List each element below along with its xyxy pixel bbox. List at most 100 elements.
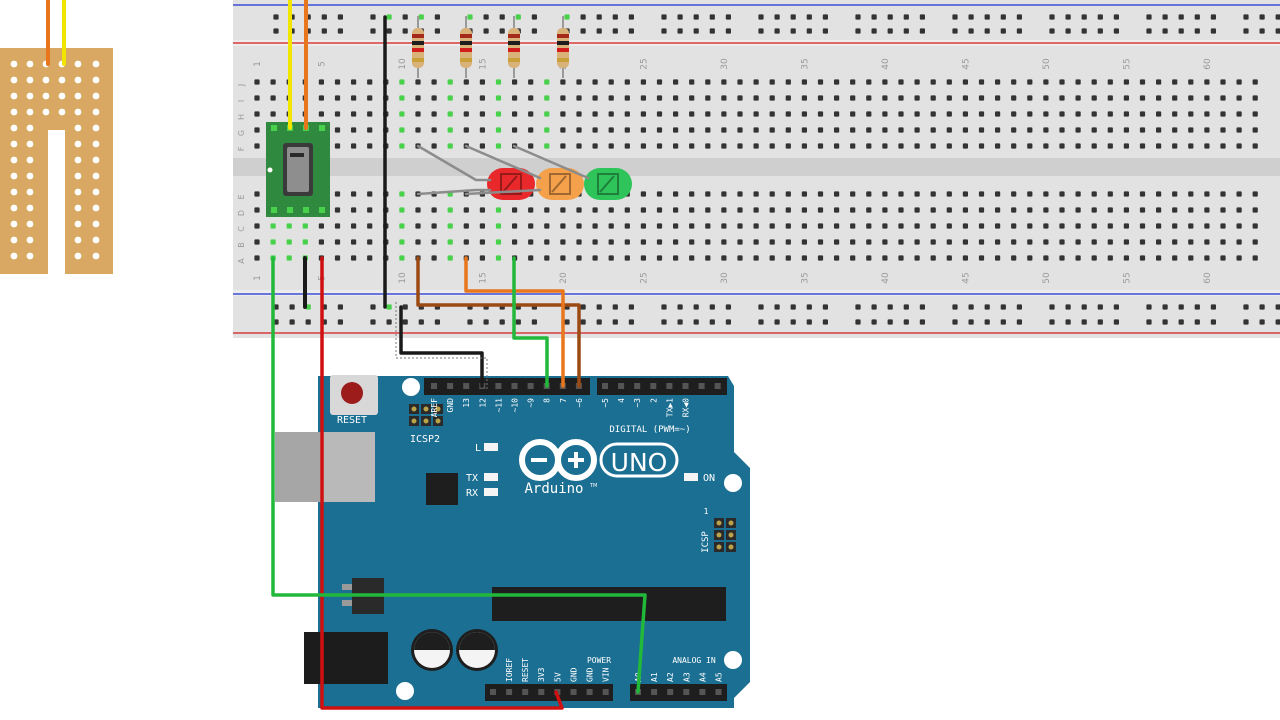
resistor <box>508 16 520 78</box>
breadboard-hole <box>1172 207 1178 213</box>
breadboard-hole <box>930 111 936 117</box>
breadboard-hole <box>995 255 1001 261</box>
breadboard-hole <box>576 111 582 117</box>
breadboard-hole <box>656 255 663 261</box>
breadboard-hole <box>608 207 614 213</box>
rail-hole <box>677 319 683 325</box>
rail-hole <box>628 14 634 20</box>
breadboard-hole <box>834 191 840 197</box>
header-hole <box>715 689 722 695</box>
breadboard-hole <box>656 207 663 213</box>
digital-pin-label: ~11 <box>494 398 503 413</box>
breadboard-hole <box>930 143 936 149</box>
breadboard-hole <box>946 79 952 85</box>
breadboard-hole <box>705 255 711 261</box>
analog-pin-label: A5 <box>715 672 724 682</box>
rail-hole <box>1162 304 1168 310</box>
breadboard-hole <box>351 223 357 229</box>
breadboard-hole <box>978 143 985 149</box>
breadboard-hole <box>946 95 952 101</box>
breadboard-hole <box>1188 127 1194 133</box>
breadboard-column-number: 55 <box>1122 272 1132 283</box>
resistors <box>412 16 569 78</box>
breadboard-column-number: 20 <box>559 272 569 284</box>
breadboard-hole <box>1107 255 1113 261</box>
breadboard-hole <box>1236 207 1242 213</box>
breadboard-hole <box>479 127 485 133</box>
rail-hole <box>774 28 780 34</box>
breadboard-hole <box>1075 223 1081 229</box>
breadboard-hole <box>1107 95 1113 101</box>
rail-hole <box>1178 14 1184 20</box>
breadboard-hole <box>415 239 421 245</box>
breadboard-hole <box>1172 95 1178 101</box>
breadboard-hole <box>640 191 646 197</box>
breadboard-hole <box>495 239 502 245</box>
breadboard-hole <box>1220 143 1226 149</box>
breadboard-hole <box>1011 111 1017 117</box>
breadboard-hole <box>1123 255 1129 261</box>
perfboard-hole <box>92 172 100 180</box>
breadboard-hole <box>624 111 630 117</box>
wire-black-arduino-gnd <box>399 305 484 388</box>
breadboard-hole <box>1059 127 1065 133</box>
rail-hole <box>402 14 408 20</box>
rail-hole <box>1275 304 1280 310</box>
breadboard-hole <box>995 127 1001 133</box>
breadboard-hole <box>495 143 502 149</box>
breadboard-hole <box>962 207 968 213</box>
icsp2-header <box>409 404 443 426</box>
breadboard-hole <box>850 239 856 245</box>
breadboard-hole <box>560 143 566 149</box>
breadboard-hole <box>1043 127 1049 133</box>
breadboard-row-letter: G <box>237 130 246 136</box>
rail-hole <box>612 28 618 34</box>
icsp-pin1-label: 1 <box>704 507 709 516</box>
breadboard-hole <box>1075 207 1081 213</box>
breadboard-hole <box>1236 223 1242 229</box>
breadboard-hole <box>431 239 437 245</box>
breadboard-hole <box>962 239 968 245</box>
breadboard-hole <box>753 191 759 197</box>
breadboard-hole <box>673 95 679 101</box>
breadboard-hole <box>721 127 727 133</box>
breadboard-hole <box>978 223 985 229</box>
sensor-chip-mark <box>290 153 304 157</box>
breadboard-hole <box>962 79 968 85</box>
perfboard-hole <box>10 204 18 212</box>
breadboard-hole <box>351 239 357 245</box>
breadboard-hole <box>930 239 936 245</box>
breadboard-hole <box>882 127 888 133</box>
rail-hole <box>790 14 796 20</box>
perfboard-hole <box>74 172 82 180</box>
rail-hole <box>677 28 683 34</box>
usb-connector-inner <box>275 432 320 502</box>
rail-hole <box>1016 319 1022 325</box>
breadboard-hole <box>1059 111 1065 117</box>
rail-hole <box>758 28 764 34</box>
rail-hole <box>1210 28 1216 34</box>
breadboard-hole <box>962 191 968 197</box>
digital-pin-label: 13 <box>462 398 471 408</box>
breadboard-hole <box>962 95 968 101</box>
breadboard-hole <box>592 255 598 261</box>
breadboard-hole <box>834 79 840 85</box>
breadboard-hole <box>447 127 453 133</box>
breadboard-hole <box>640 255 646 261</box>
breadboard-hole <box>270 111 276 117</box>
perfboard-hole <box>92 252 100 260</box>
breadboard-hole <box>1011 207 1017 213</box>
breadboard-hole <box>544 127 550 133</box>
breadboard-hole <box>608 111 614 117</box>
trademark-label: TM <box>589 483 597 489</box>
rail-hole <box>1275 14 1280 20</box>
rail-hole <box>871 28 877 34</box>
mounting-hole-1 <box>402 378 420 396</box>
breadboard-hole <box>753 143 759 149</box>
rail-hole <box>337 304 343 310</box>
breadboard-hole <box>640 95 646 101</box>
breadboard-hole <box>560 255 566 261</box>
breadboard-hole <box>930 95 936 101</box>
reset-button-cap[interactable] <box>341 382 363 404</box>
rail-hole <box>725 319 731 325</box>
